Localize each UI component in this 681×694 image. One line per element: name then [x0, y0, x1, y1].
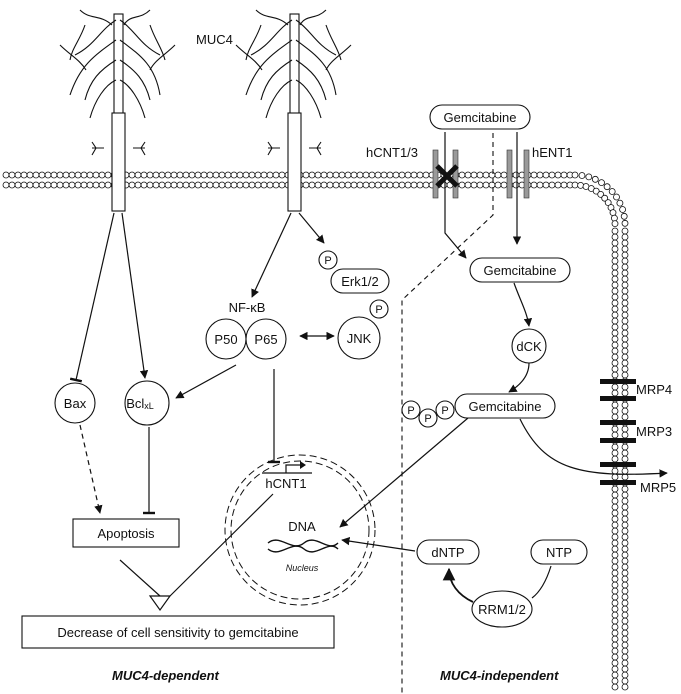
section-label-right: MUC4-independent — [440, 668, 559, 683]
svg-text:P: P — [407, 405, 414, 417]
nucleus-label: Nucleus — [286, 563, 319, 573]
svg-text:Decrease of cell sensitivity t: Decrease of cell sensitivity to gemcitab… — [57, 625, 298, 640]
section-divider — [401, 133, 494, 694]
mrp-pumps — [600, 379, 636, 485]
erk-phospho — [318, 250, 338, 270]
muc4-receptor-left — [59, 9, 176, 212]
phospho-2 — [418, 408, 438, 428]
nfkb-label: NF-κB — [229, 300, 266, 315]
svg-text:Gemcitabine: Gemcitabine — [444, 110, 517, 125]
svg-text:dCK: dCK — [516, 339, 542, 354]
svg-text:P: P — [324, 255, 331, 267]
svg-text:Apoptosis: Apoptosis — [97, 526, 155, 541]
svg-text:Gemcitabine: Gemcitabine — [469, 399, 542, 414]
svg-text:NTP: NTP — [546, 545, 572, 560]
svg-text:Erk1/2: Erk1/2 — [341, 274, 379, 289]
pathway-edges — [69, 132, 668, 612]
svg-text:Gemcitabine: Gemcitabine — [484, 263, 557, 278]
svg-text:P65: P65 — [254, 332, 277, 347]
dntp-node: dNTP — [416, 539, 480, 565]
dna-icon — [267, 539, 339, 553]
jnk-phospho — [369, 299, 389, 319]
hent-label: hENT1 — [532, 145, 572, 160]
muc4-receptor-right — [235, 9, 352, 212]
hent-transporter — [506, 149, 530, 199]
section-label-left: MUC4-dependent — [112, 668, 220, 683]
gemcitabine-outside-node: Gemcitabine — [429, 104, 531, 130]
mrp5-label: MRP5 — [640, 480, 676, 495]
ntp-node: NTP — [530, 539, 588, 565]
gemcitabine-inside-node: Gemcitabine — [469, 257, 571, 283]
gene-promoter-icon — [262, 464, 312, 474]
mrp4-label: MRP4 — [636, 382, 672, 397]
svg-text:dNTP: dNTP — [431, 545, 464, 560]
svg-text:P: P — [424, 413, 431, 425]
erk-node: Erk1/2 P — [318, 250, 390, 294]
p65-node: P65 — [245, 318, 287, 360]
dck-node: dCK — [511, 328, 547, 364]
bclxl-node: BclxL — [124, 380, 170, 426]
svg-text:RRM1/2: RRM1/2 — [478, 602, 526, 617]
phospho-3 — [435, 400, 455, 420]
cell-membrane — [2, 171, 629, 691]
svg-text:P: P — [441, 405, 448, 417]
muc4-label: MUC4 — [196, 32, 233, 47]
svg-text:P: P — [375, 304, 382, 316]
dna-label: DNA — [288, 519, 316, 534]
svg-text:P50: P50 — [214, 332, 237, 347]
p50-node: P50 — [205, 318, 247, 360]
blocked-cross-icon — [435, 164, 459, 188]
svg-text:BclxL: BclxL — [126, 396, 154, 411]
sensitivity-decrease-box: Decrease of cell sensitivity to gemcitab… — [21, 615, 335, 649]
mrp3-label: MRP3 — [636, 424, 672, 439]
rrm-node: RRM1/2 — [471, 590, 533, 628]
jnk-node: JNK P — [337, 299, 389, 360]
svg-text:Bax: Bax — [64, 396, 87, 411]
apoptosis-box: Apoptosis — [72, 518, 180, 548]
phospho-1 — [401, 400, 421, 420]
hcnt-transporter — [432, 149, 459, 199]
svg-text:JNK: JNK — [347, 331, 372, 346]
gemcitabine-triphosphate-node: Gemcitabine P P P — [401, 393, 556, 428]
hcnt1-gene-label: hCNT1 — [265, 476, 306, 491]
bax-node: Bax — [54, 382, 96, 424]
hcnt-label: hCNT1/3 — [366, 145, 418, 160]
